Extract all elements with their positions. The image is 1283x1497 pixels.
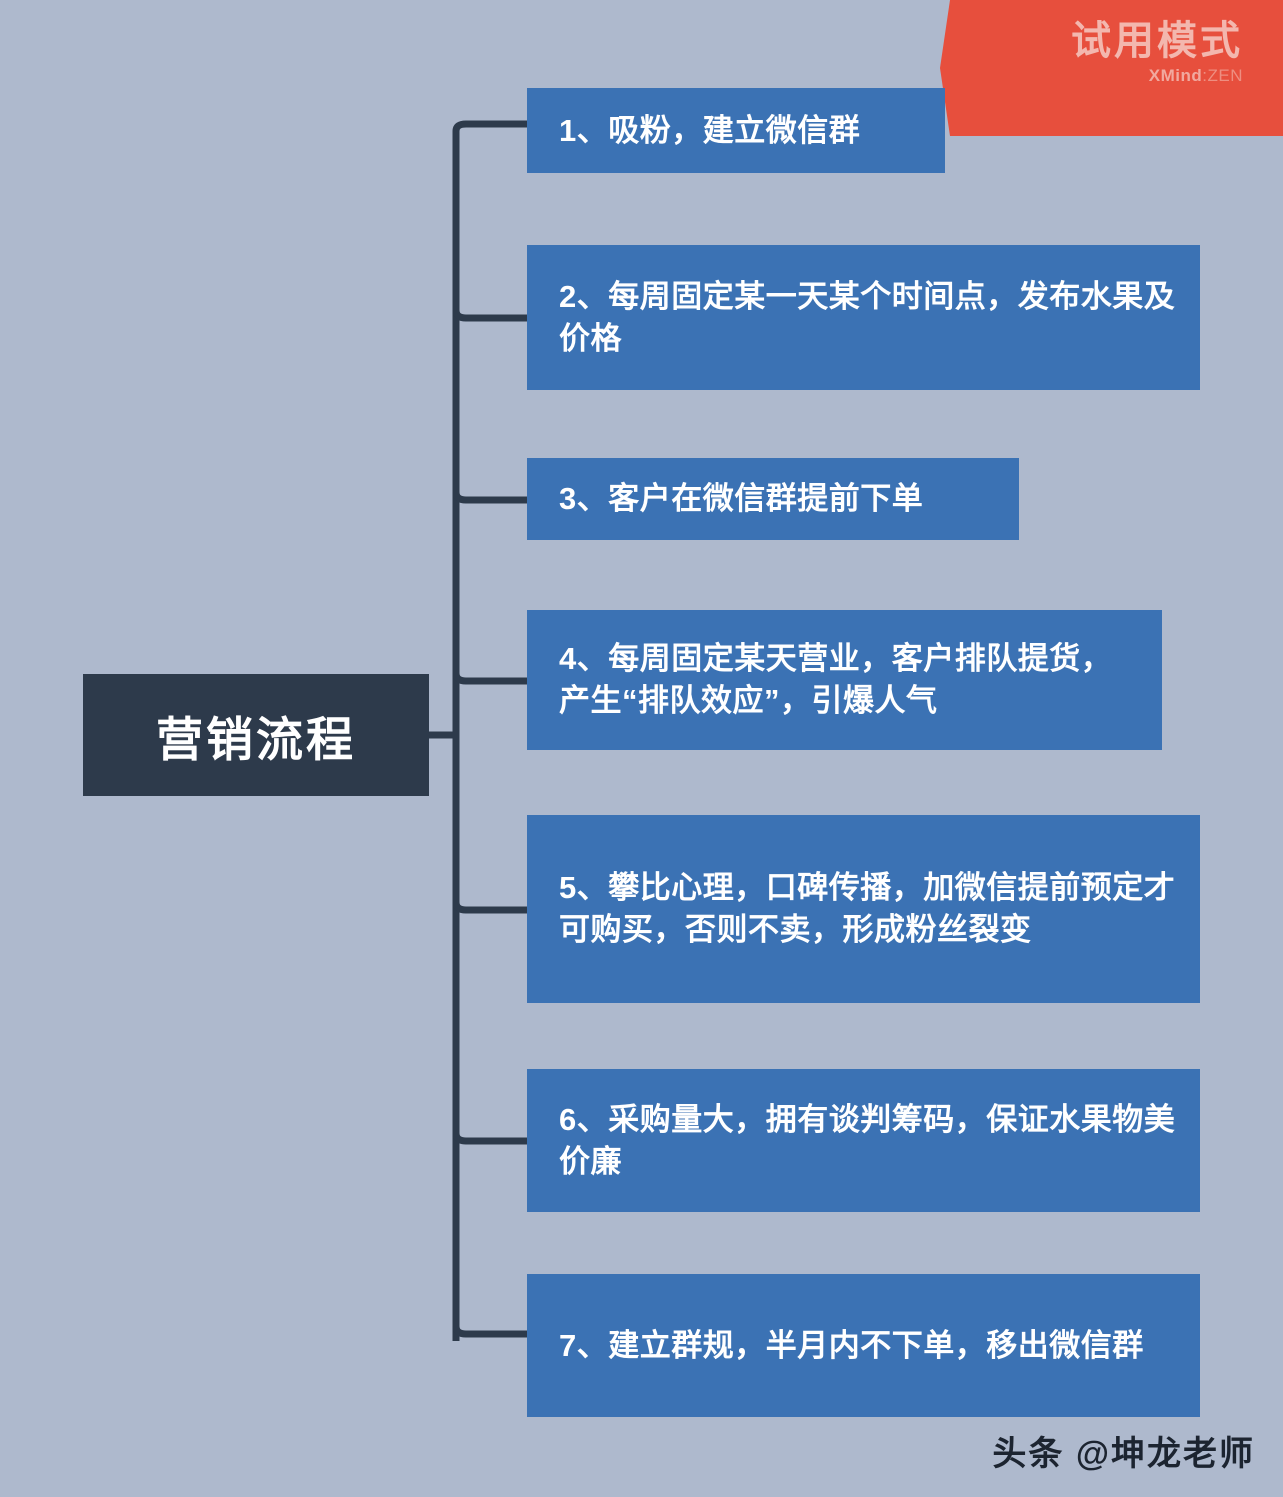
mindmap-branch-label-1: 1、吸粉，建立微信群 bbox=[559, 112, 861, 148]
mindmap-branch-label-4: 4、每周固定某天营业，客户排队提货，产生“排队效应”，引爆人气 bbox=[559, 641, 1113, 718]
trial-mode-badge: 试用模式 XMind:ZEN bbox=[940, 0, 1283, 136]
mindmap-root-label: 营销流程 bbox=[156, 712, 356, 766]
author-watermark: 头条 @坤龙老师 bbox=[992, 1435, 1255, 1473]
mindmap-branch-label-7: 7、建立群规，半月内不下单，移出微信群 bbox=[559, 1327, 1144, 1363]
mindmap-branch-node-1[interactable]: 1、吸粉，建立微信群 bbox=[527, 88, 945, 173]
mindmap-branch-label-3: 3、客户在微信群提前下单 bbox=[559, 481, 924, 517]
xmind-brand-zen: ZEN bbox=[1207, 66, 1243, 85]
mindmap-branch-node-6[interactable]: 6、采购量大，拥有谈判筹码，保证水果物美价廉 bbox=[527, 1069, 1200, 1212]
xmind-brand-bold: XMind bbox=[1148, 66, 1203, 85]
xmind-brand-separator: : bbox=[1202, 66, 1208, 85]
mindmap-branch-label-6: 6、采购量大，拥有谈判筹码，保证水果物美价廉 bbox=[559, 1101, 1176, 1179]
mindmap-branch-node-5[interactable]: 5、攀比心理，口碑传播，加微信提前预定才可购买，否则不卖，形成粉丝裂变 bbox=[527, 815, 1200, 1003]
mindmap-branch-node-3[interactable]: 3、客户在微信群提前下单 bbox=[527, 458, 1019, 540]
xmind-brand-label: XMind:ZEN bbox=[940, 66, 1243, 86]
mindmap-branch-node-4[interactable]: 4、每周固定某天营业，客户排队提货，产生“排队效应”，引爆人气 bbox=[527, 610, 1162, 750]
mindmap-branch-label-2: 2、每周固定某一天某个时间点，发布水果及价格 bbox=[559, 278, 1176, 356]
trial-mode-title: 试用模式 bbox=[1071, 19, 1243, 63]
mindmap-branch-node-7[interactable]: 7、建立群规，半月内不下单，移出微信群 bbox=[527, 1274, 1200, 1417]
mindmap-root-node[interactable]: 营销流程 bbox=[83, 674, 429, 796]
mindmap-branch-label-5: 5、攀比心理，口碑传播，加微信提前预定才可购买，否则不卖，形成粉丝裂变 bbox=[559, 870, 1176, 947]
mindmap-branch-node-2[interactable]: 2、每周固定某一天某个时间点，发布水果及价格 bbox=[527, 245, 1200, 390]
